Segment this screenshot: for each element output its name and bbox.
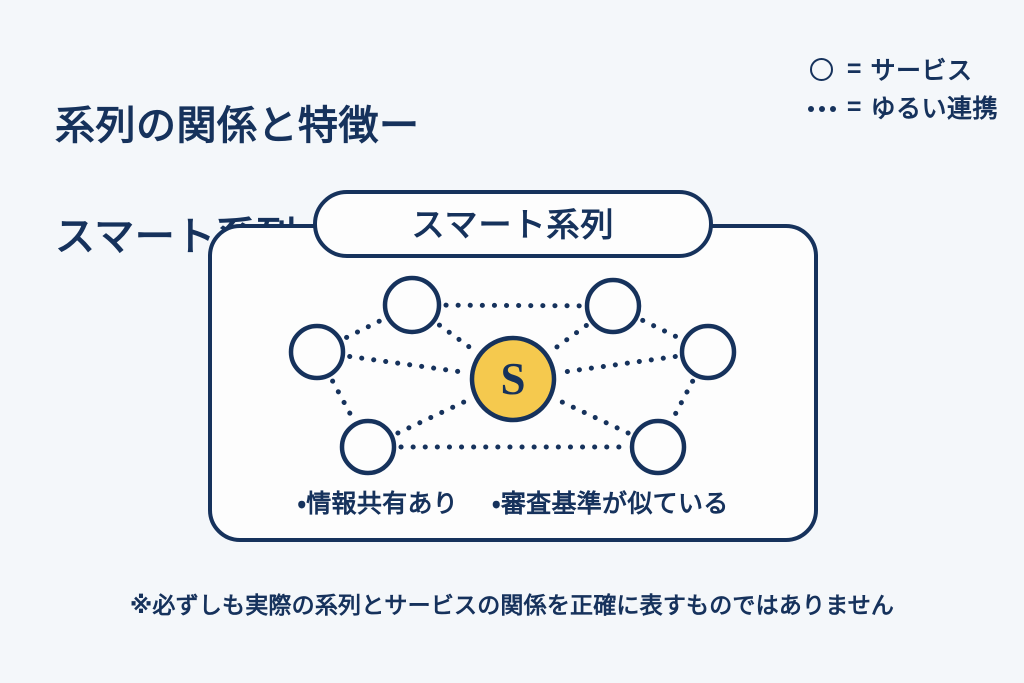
graph-edge [553, 396, 631, 436]
legend-label-service: サービス [870, 57, 973, 85]
diagram-card [208, 224, 818, 542]
legend-item-loose-link: = ゆるい連携 [802, 88, 998, 126]
graph-edge [670, 378, 696, 421]
graph-edge [347, 354, 468, 375]
graph-edge [640, 317, 681, 341]
graph-edge [558, 354, 678, 375]
graph-edge [549, 322, 589, 354]
service-node [339, 418, 397, 476]
feature-bullet-1: ・情報共有あり [297, 490, 459, 518]
legend-label-loose-link: ゆるい連携 [870, 95, 998, 123]
service-node [584, 277, 642, 335]
page-title-line-1: 系列の関係と特徴ー [55, 104, 420, 149]
edge-layer [330, 302, 696, 450]
network-graph: S [288, 275, 737, 476]
node-layer: S [288, 275, 737, 476]
diagram-title-pill: スマート系列 [313, 190, 713, 258]
diagram-title-label: スマート系列 [411, 205, 615, 243]
graph-edge [443, 302, 583, 309]
hub-node [469, 335, 557, 423]
legend: = サービス = ゆるい連携 [802, 50, 998, 126]
service-node [629, 418, 687, 476]
graph-edge [436, 322, 477, 354]
legend-equals-service: = [846, 54, 862, 83]
footnote: ※必ずしも実際の系列とサービスの関係を正確に表すものではありません [129, 592, 895, 618]
legend-item-service: = サービス [802, 50, 998, 88]
service-node [679, 323, 737, 381]
graph-edge [344, 317, 385, 340]
hub-node-label: S [500, 354, 525, 404]
service-node [288, 323, 346, 381]
feature-bullet-2: ・審査基準が似ている [492, 490, 729, 518]
dotted-line-icon [802, 102, 842, 112]
graph-edge [395, 396, 473, 436]
service-node [382, 275, 442, 335]
graph-edge [330, 378, 355, 421]
circle-outline-icon [802, 57, 842, 81]
feature-bullets: ・情報共有あり ・審査基準が似ている [208, 484, 818, 520]
legend-equals-loose-link: = [846, 92, 862, 121]
